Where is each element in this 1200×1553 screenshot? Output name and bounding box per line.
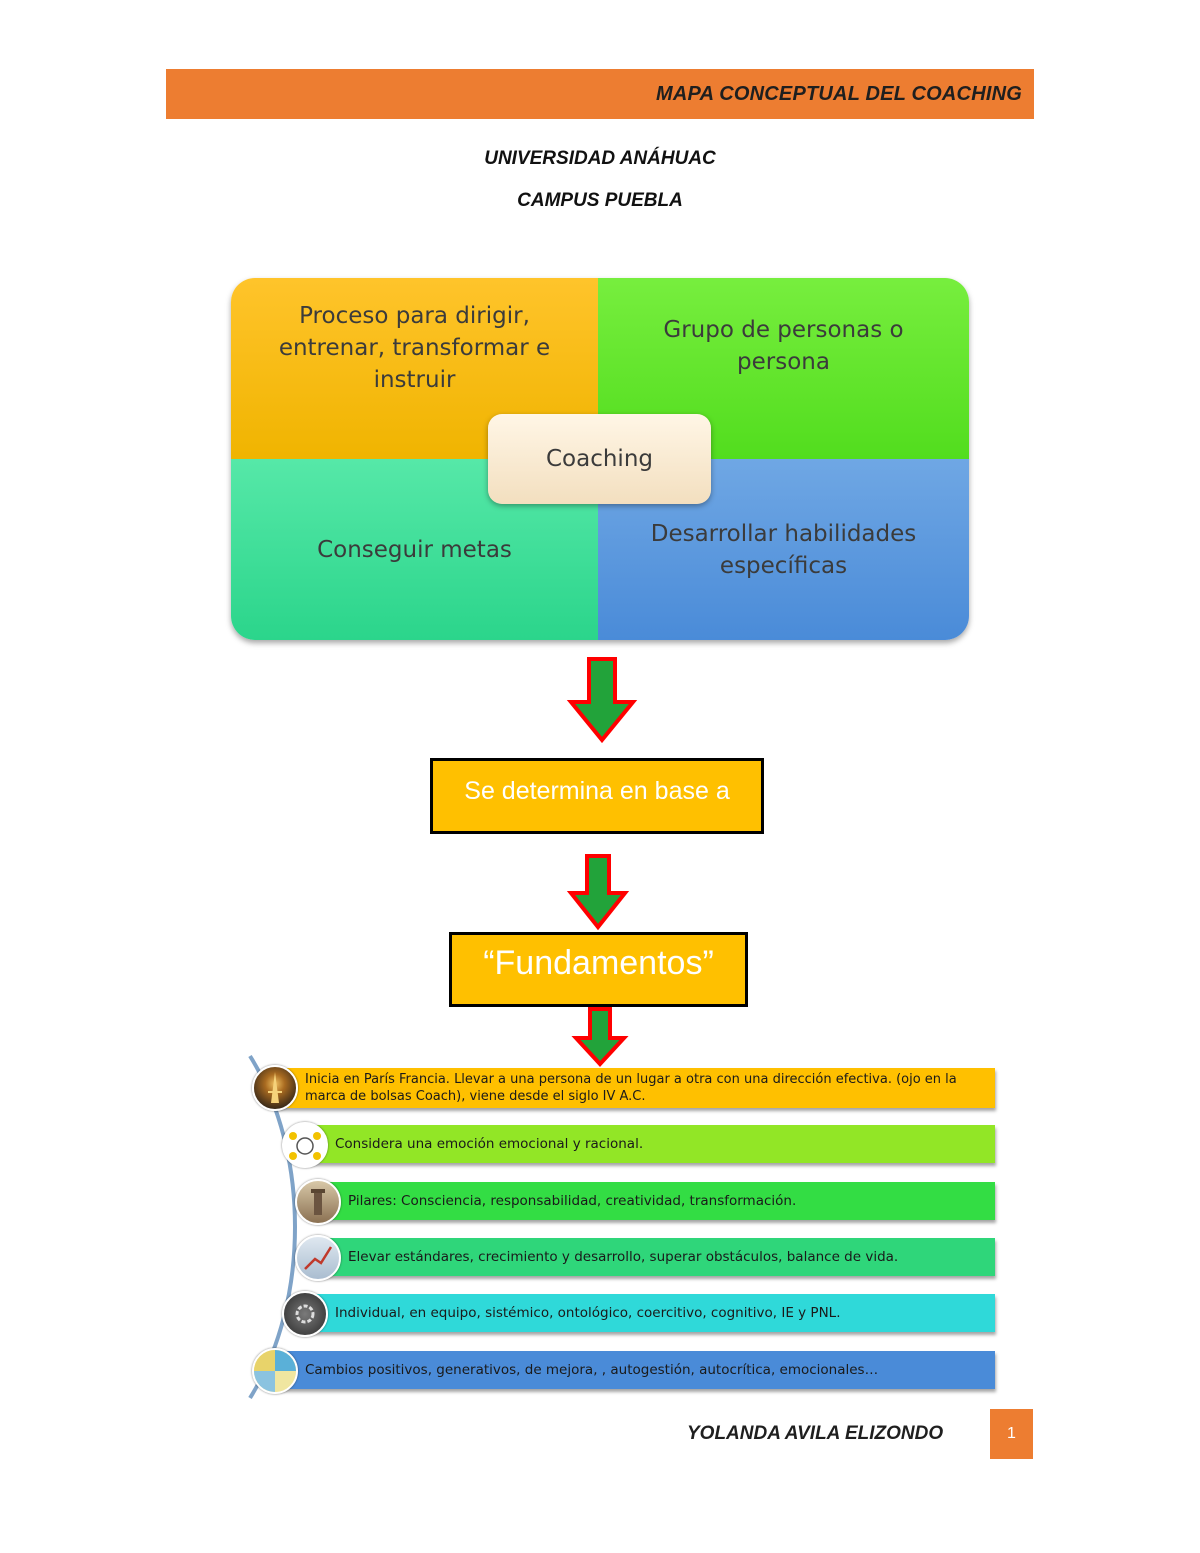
coaching-center-box: Coaching [488,414,711,504]
list-item-text: Inicia en París Francia. Llevar a una pe… [305,1072,957,1104]
list-item: Cambios positivos, generativos, de mejor… [275,1351,995,1389]
down-arrow-2 [566,854,630,931]
eiffel-tower-photo-icon [252,1065,298,1111]
quadrant-bottom-left-text: Conseguir metas [317,536,512,563]
list-item-text: Cambios positivos, generativos, de mejor… [305,1362,879,1378]
header-bar: MAPA CONCEPTUAL DEL COACHING [166,69,1037,119]
pillars-photo-icon [295,1179,341,1225]
down-arrow-1 [566,657,638,744]
positive-change-icon [252,1348,298,1394]
fundamentos-box: “Fundamentos” [449,932,748,1007]
list-item: Pilares: Consciencia, responsabilidad, c… [318,1182,995,1220]
university-name: UNIVERSIDAD ANÁHUAC [484,148,716,169]
team-gears-icon [282,1291,328,1337]
quadrant-top-right-text: Grupo de personas o persona [663,317,904,375]
list-item: Considera una emoción emocional y racion… [305,1125,995,1163]
list-item-text: Individual, en equipo, sistémico, ontoló… [335,1305,841,1321]
list-item: Individual, en equipo, sistémico, ontoló… [305,1294,995,1332]
list-item-text: Considera una emoción emocional y racion… [335,1136,644,1152]
document-title: MAPA CONCEPTUAL DEL COACHING [656,83,1022,105]
page-number: 1 [990,1409,1036,1459]
growth-chart-icon [295,1235,341,1281]
determina-box: Se determina en base a [430,758,764,834]
list-item-text: Pilares: Consciencia, responsabilidad, c… [348,1193,797,1209]
campus-name: CAMPUS PUEBLA [517,190,683,211]
mind-map-icon [282,1122,328,1168]
author-name: YOLANDA AVILA ELIZONDO [687,1423,944,1444]
quadrant-top-left-text: Proceso para dirigir, entrenar, transfor… [278,303,551,393]
list-item-text: Elevar estándares, crecimiento y desarro… [348,1249,899,1265]
quadrant-bottom-right-text: Desarrollar habilidades específicas [650,520,917,579]
list-item: Inicia en París Francia. Llevar a una pe… [275,1068,995,1108]
quadrant-top-left: Proceso para dirigir, entrenar, transfor… [231,278,598,459]
list-item: Elevar estándares, crecimiento y desarro… [318,1238,995,1276]
down-arrow-3 [571,1007,629,1067]
